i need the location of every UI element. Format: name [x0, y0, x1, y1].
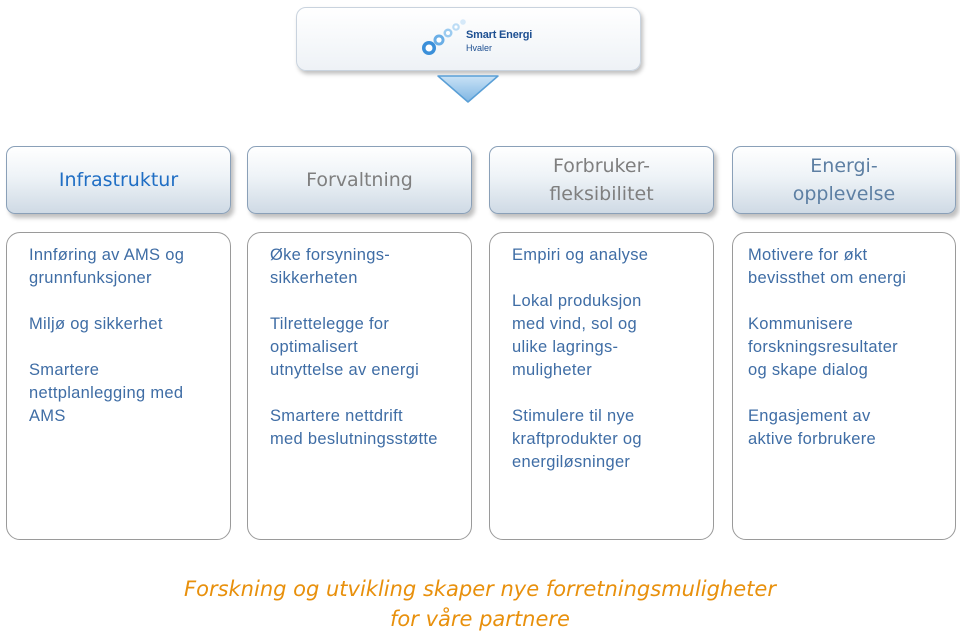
column-title: Infrastruktur — [58, 169, 179, 191]
list-item: Empiri og analyse — [512, 246, 649, 264]
list-item: Smartere nettplanlegging med AMS — [29, 361, 184, 425]
list-item: Stimulere til nye kraftprodukter og ener… — [512, 407, 642, 471]
list-item: Miljø og sikkerhet — [29, 315, 163, 333]
footer-tagline: Forskning og utvikling skaper nye forret… — [0, 574, 960, 634]
column-body-forvaltning: Øke forsynings- sikkerheten Tilrettelegg… — [247, 232, 472, 540]
column-body-forbrukerfleksibilitet: Empiri og analyse Lokal produksjon med v… — [489, 232, 714, 540]
column-header-forvaltning: Forvaltning — [247, 146, 472, 214]
list-item: Lokal produksjon med vind, sol og ulike … — [512, 292, 642, 379]
column-title-line1: Energi- — [810, 155, 878, 177]
logo-subtitle: Hvaler — [466, 43, 493, 53]
list-item: Engasjement av aktive forbrukere — [748, 407, 876, 448]
column-title-line1: Forbruker- — [552, 155, 651, 177]
list-item: Smartere nettdrift med beslutningsstøtte — [270, 407, 438, 448]
column-title-line2: fleksibilitet — [549, 183, 654, 205]
column-header-energiopplevelse: Energi- opplevelse — [732, 146, 956, 214]
list-item: Tilrettelegge for optimalisert utnyttels… — [270, 315, 420, 379]
column-title-line2: opplevelse — [792, 183, 896, 205]
list-item: Innføring av AMS og grunnfunksjoner — [29, 246, 185, 287]
list-item: Øke forsynings- sikkerheten — [270, 246, 391, 287]
footer-line2: for våre partnere — [390, 607, 570, 631]
list-item: Kommunisere forskningsresultater og skap… — [748, 315, 898, 379]
footer-line1: Forskning og utvikling skaper nye forret… — [184, 577, 776, 601]
column-title: Forvaltning — [306, 169, 413, 191]
column-body-infrastruktur: Innføring av AMS og grunnfunksjoner Milj… — [6, 232, 231, 540]
column-body-energiopplevelse: Motivere for økt bevissthet om energi Ko… — [732, 232, 956, 540]
list-item: Motivere for økt bevissthet om energi — [748, 246, 907, 287]
down-arrow-icon — [437, 75, 499, 103]
logo-box: Smart Energi Hvaler — [296, 7, 641, 71]
column-header-forbrukerfleksibilitet: Forbruker- fleksibilitet — [489, 146, 714, 214]
logo-title: Smart Energi — [466, 29, 533, 41]
column-header-infrastruktur: Infrastruktur — [6, 146, 231, 214]
bubble-chain-logo-icon — [422, 19, 466, 55]
